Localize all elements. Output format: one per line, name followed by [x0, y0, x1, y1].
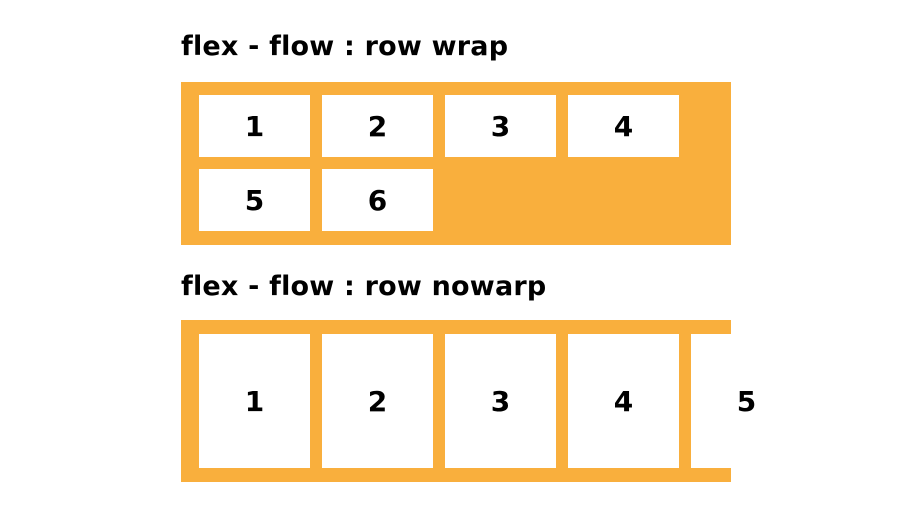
flex-item: 3 [445, 95, 556, 157]
flex-item: 6 [322, 169, 433, 231]
flex-item: 2 [322, 95, 433, 157]
flex-item: 1 [199, 334, 310, 468]
flex-item: 5 [199, 169, 310, 231]
flex-container-row-wrap: 1 2 3 4 5 6 [181, 82, 731, 245]
flex-item: 1 [199, 95, 310, 157]
flex-item: 4 [568, 95, 679, 157]
section-title-row-nowarp: flex - flow : row nowarp [181, 271, 547, 302]
flex-item: 5 [691, 334, 802, 468]
flex-item: 2 [322, 334, 433, 468]
flex-container-row-nowarp: 1 2 3 4 5 [181, 320, 802, 482]
flex-item: 4 [568, 334, 679, 468]
section-title-row-wrap: flex - flow : row wrap [181, 31, 509, 62]
flex-item: 3 [445, 334, 556, 468]
